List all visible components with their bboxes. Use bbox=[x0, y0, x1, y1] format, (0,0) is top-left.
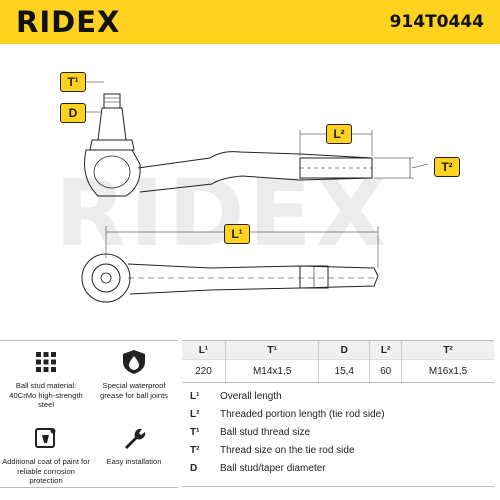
paint-bucket-icon bbox=[35, 428, 56, 448]
legend-desc: Threaded portion length (tie rod side) bbox=[220, 409, 385, 420]
housing-circle-inner bbox=[91, 263, 121, 293]
legend-row: D Ball stud/taper diameter bbox=[190, 462, 326, 476]
legend-key: T² bbox=[190, 445, 200, 456]
bottom-arm bbox=[127, 263, 379, 295]
legend-desc: Ball stud/taper diameter bbox=[220, 463, 326, 474]
legend-row: L² Threaded portion length (tie rod side) bbox=[190, 408, 385, 422]
label-t2: T² bbox=[434, 157, 460, 177]
feature-grease-text: Special waterproof grease for ball joint… bbox=[100, 381, 168, 400]
ball-stud-taper bbox=[97, 107, 127, 141]
feature-paint-text: Additional coat of paint for reliable co… bbox=[2, 457, 90, 485]
legend-key: T¹ bbox=[190, 427, 200, 438]
water-drop-shield-icon bbox=[123, 350, 145, 374]
part-number: 914T0444 bbox=[389, 12, 484, 32]
label-l1: L¹ bbox=[224, 224, 250, 244]
header-bar: RIDEX 914T0444 bbox=[0, 0, 500, 44]
wrench-icon bbox=[125, 428, 146, 449]
legend-row: T² Thread size on the tie rod side bbox=[190, 444, 355, 458]
spec-value-t2: M16x1,5 bbox=[401, 359, 494, 383]
legend-key: L¹ bbox=[190, 391, 200, 402]
legend-desc: Thread size on the tie rod side bbox=[220, 445, 355, 456]
legend-row: T¹ Ball stud thread size bbox=[190, 426, 310, 440]
spec-header-l1: L¹ bbox=[182, 340, 226, 360]
spec-header-row: L¹ T¹ D L² T² bbox=[182, 340, 494, 360]
legend-row: L¹ Overall length bbox=[190, 390, 282, 404]
feature-steel-text: Ball stud material: 40CrMo high-strength… bbox=[9, 381, 83, 409]
spec-value-l1: 220 bbox=[182, 359, 226, 383]
spec-header-l2: L² bbox=[369, 340, 402, 360]
spec-value-d: 15,4 bbox=[318, 359, 370, 383]
features-panel: Ball stud material: 40CrMo high-strength… bbox=[0, 340, 178, 488]
ball-stud-thread bbox=[103, 93, 121, 109]
legend-desc: Overall length bbox=[220, 391, 282, 402]
legend-desc: Ball stud thread size bbox=[220, 427, 311, 438]
legend-key: D bbox=[190, 463, 198, 474]
feature-install-text: Easy installation bbox=[106, 457, 162, 466]
steel-grid-icon bbox=[36, 352, 56, 372]
label-t1: T¹ bbox=[60, 72, 86, 92]
label-d: D bbox=[60, 103, 86, 123]
spec-header-t1: T¹ bbox=[224, 340, 319, 360]
spec-value-row: 220 M14x1,5 15,4 60 M16x1,5 bbox=[182, 359, 494, 383]
ball-housing bbox=[84, 149, 141, 197]
spec-table: L¹ T¹ D L² T² 220 M14x1,5 15,4 60 M16x1,… bbox=[182, 340, 494, 383]
feature-install: Easy installation bbox=[90, 425, 178, 467]
label-l2: L² bbox=[326, 124, 352, 144]
ball-stud-collar bbox=[89, 139, 135, 151]
feature-paint: Additional coat of paint for reliable co… bbox=[2, 425, 90, 486]
brand-logo: RIDEX bbox=[16, 5, 121, 39]
feature-steel: Ball stud material: 40CrMo high-strength… bbox=[2, 349, 90, 410]
spec-header-d: D bbox=[318, 340, 370, 360]
spec-value-l2: 60 bbox=[369, 359, 402, 383]
housing-circle-outer bbox=[81, 253, 131, 303]
spec-value-t1: M14x1,5 bbox=[224, 359, 319, 383]
legend-key: L² bbox=[190, 409, 200, 420]
feature-grease: Special waterproof grease for ball joint… bbox=[90, 349, 178, 400]
spec-header-t2: T² bbox=[401, 340, 494, 360]
legend: L¹ Overall length L² Threaded portion leng… bbox=[182, 388, 494, 487]
